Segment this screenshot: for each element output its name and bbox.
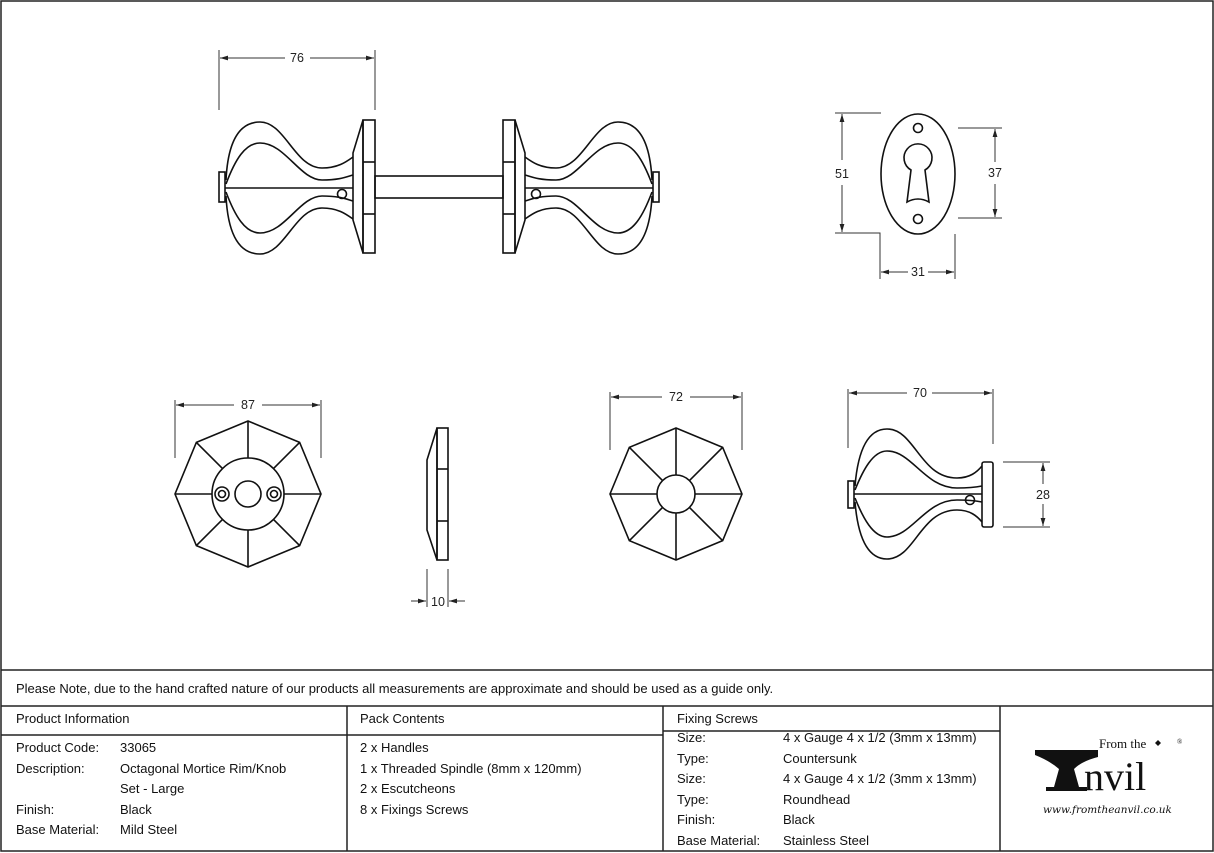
label: Base Material: <box>677 832 761 848</box>
value: 4 x Gauge 4 x 1/2 (3mm x 13mm) <box>783 730 977 745</box>
label: Product Code: <box>16 740 100 755</box>
value: 4 x Gauge 4 x 1/2 (3mm x 13mm) <box>783 771 977 786</box>
dimension-72: 72 <box>609 390 743 450</box>
logo-url-text: www.fromtheanvil.co.uk <box>1043 804 1172 816</box>
knob-front-drawing <box>609 427 743 561</box>
dimension-10: 10 <box>411 569 465 609</box>
label <box>16 779 120 800</box>
dimension-label: 31 <box>911 265 925 279</box>
list-item: 8 x Fixings Screws <box>360 801 469 817</box>
dimension-31: 31 <box>881 234 956 279</box>
logo-brand-text: nvil <box>1084 754 1146 799</box>
label: Description: <box>16 760 85 776</box>
dimension-label: 37 <box>988 166 1002 180</box>
value: Stainless Steel <box>783 832 869 848</box>
fixing-screws-title: Fixing Screws <box>677 711 758 726</box>
label: Finish: <box>16 801 55 817</box>
finish: Black <box>120 801 152 817</box>
dimension-28: 28 <box>1003 461 1050 528</box>
from-the-anvil-logo: From the nvil ® www.fromtheanvil.co.uk <box>1035 736 1183 816</box>
dimension-76: 76 <box>218 50 376 110</box>
escutcheon-side-drawing <box>426 427 449 561</box>
dimension-label: 28 <box>1036 488 1050 502</box>
value: Countersunk <box>783 750 857 766</box>
value: Black <box>783 812 815 827</box>
dimension-label: 76 <box>290 51 304 65</box>
dimension-70: 70 <box>847 386 994 448</box>
product-info-title: Product Information <box>16 711 130 726</box>
label: Size: <box>677 730 706 745</box>
dimension-label: 72 <box>669 390 683 404</box>
base-material: Mild Steel <box>120 822 178 837</box>
dimension-label: 10 <box>431 595 445 609</box>
knob-side-drawing <box>847 428 994 560</box>
pack-contents-title: Pack Contents <box>360 711 445 726</box>
logo-from-text: From the <box>1099 736 1147 751</box>
list-item: 2 x Escutcheons <box>360 781 456 796</box>
value: Roundhead <box>783 791 851 807</box>
label: Type: <box>677 791 709 807</box>
label: Size: <box>677 771 706 786</box>
disclaimer-note: Please Note, due to the hand crafted nat… <box>16 681 774 696</box>
list-item: 2 x Handles <box>360 740 429 755</box>
dimension-51: 51 <box>835 112 881 279</box>
label: Type: <box>677 750 709 766</box>
pack-contents-list: 2 x Handles 1 x Threaded Spindle (8mm x … <box>360 738 582 820</box>
anvil-icon <box>1035 750 1098 791</box>
fixing-screws-table: Size: 4 x Gauge 4 x 1/2 (3mm x 13mm) Type… <box>677 728 977 851</box>
list-item: 1 x Threaded Spindle (8mm x 120mm) <box>360 760 582 776</box>
product-info-table: Product Code: 33065 Description: Octagonal… <box>16 738 286 841</box>
description-cont: Set - Large <box>120 781 185 796</box>
label: Base Material: <box>16 822 100 837</box>
dimension-label: 87 <box>241 398 255 412</box>
escutcheon-front-drawing <box>174 420 322 568</box>
keyhole-escutcheon-drawing <box>880 113 956 235</box>
svg-text:®: ® <box>1177 738 1183 746</box>
dimension-87: 87 <box>174 398 322 458</box>
description: Octagonal Mortice Rim/Knob <box>120 760 287 776</box>
dimension-37: 37 <box>958 127 1002 219</box>
knob-set-drawing <box>219 120 659 254</box>
label: Finish: <box>677 812 716 827</box>
dimension-label: 51 <box>835 167 849 181</box>
product-code: 33065 <box>120 740 157 755</box>
dimension-label: 70 <box>913 386 927 400</box>
